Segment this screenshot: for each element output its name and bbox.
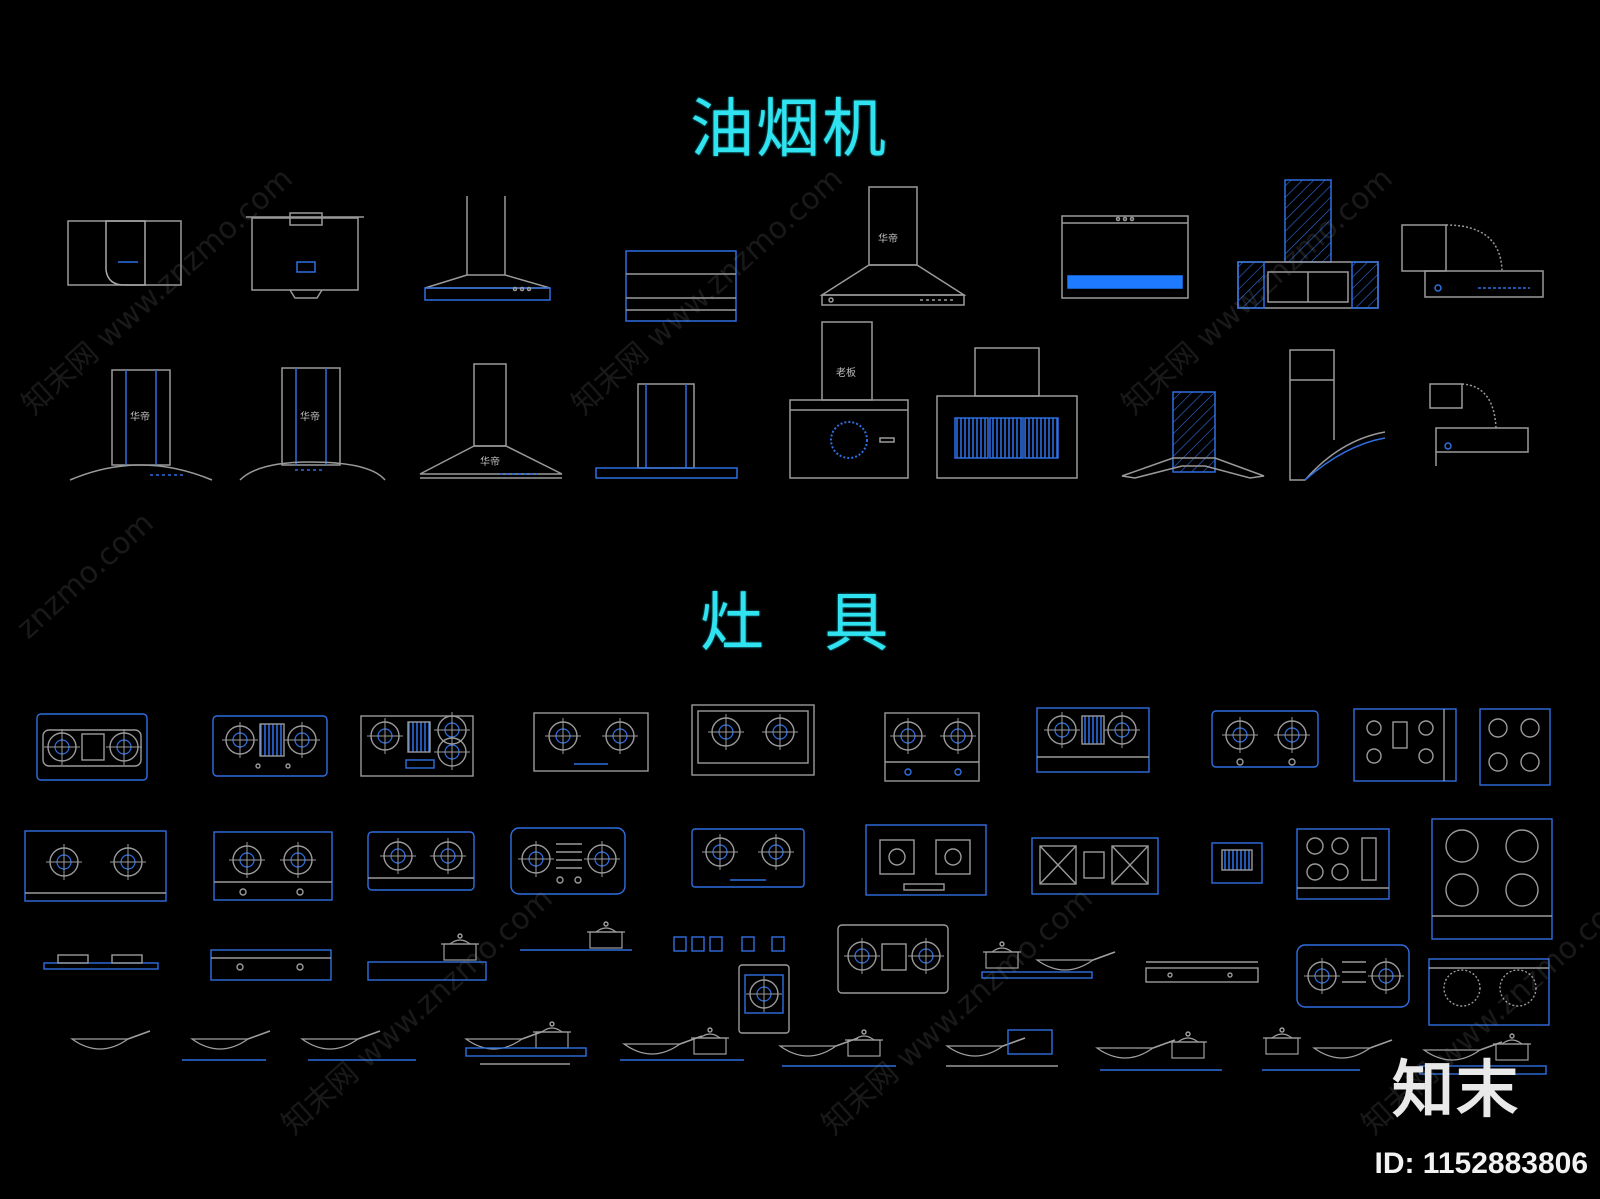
stove-19 [1296,828,1390,900]
hood-label-5: 老板 [836,366,856,379]
stove-17 [1031,837,1159,895]
stove-15 [691,828,805,888]
stove-side-3 [367,933,487,981]
stove-13 [367,831,475,891]
hood-3 [424,196,551,301]
hood-15 [1121,391,1265,479]
stove-10 [1479,708,1551,786]
stove-1 [36,713,148,781]
stove-single-burner [738,964,790,1034]
cookware-5 [620,1027,744,1061]
stove-side-5 [981,941,1116,979]
hood-14 [936,347,1078,479]
stove-22 [1296,944,1410,1008]
stove-8 [1211,710,1319,768]
cookware-4 [465,1021,587,1065]
hood-12 [595,383,738,479]
asset-id-label: ID: 1152883806 [1374,1147,1588,1180]
hood-2 [246,212,364,299]
range-hood-row-1 [67,179,1544,322]
stove-18 [1211,842,1263,884]
hood-17 [1429,383,1529,466]
hood-9 [69,369,213,481]
stove-20 [1431,818,1553,940]
stove-14 [510,827,626,895]
range-hood-row-2 [69,321,1529,481]
hood-4 [625,250,737,322]
stove-5 [691,704,815,776]
stove-side-6 [1145,961,1259,983]
stove-16 [865,824,987,896]
hood-7 [1237,179,1379,309]
cookware-1 [71,1030,151,1050]
stove-6 [884,712,980,782]
stove-11 [24,830,167,902]
stove-side-1 [43,954,159,970]
stove-side-2 [210,949,332,981]
stove-2 [212,715,328,777]
hood-16 [1289,349,1386,481]
hood-13 [789,321,909,479]
range-hood-title: 油烟机 [690,93,888,167]
hood-6 [1061,215,1189,299]
stove-3 [360,711,474,777]
stove-4 [533,712,649,772]
hood-8 [1401,224,1544,298]
stove-knobs [673,936,785,952]
cookware-8 [1096,1031,1222,1071]
hood-5 [819,186,967,306]
hood-11 [419,363,563,479]
cookware-6 [779,1029,896,1067]
hood-label-4: 华帝 [480,455,500,468]
stove-9 [1353,708,1457,782]
stove-title: 灶 具 [700,587,891,661]
cookware-10 [1419,1033,1547,1075]
hood-label-2: 华帝 [130,410,150,423]
stove-23 [1428,958,1550,1026]
cookware-7 [946,1029,1058,1067]
hood-10 [239,367,386,481]
stove-row-1 [36,704,1551,786]
stove-12 [213,831,333,901]
stove-row-3 [43,921,1550,1034]
stove-side-4 [520,921,632,951]
cookware-9 [1262,1027,1393,1071]
stove-21 [837,924,949,994]
cookware-3 [301,1030,416,1061]
stove-7 [1036,707,1150,773]
cookware-2 [182,1030,271,1061]
cookware-row [71,1021,1547,1075]
brand-logo: 知末 [1391,1053,1520,1126]
hood-label-3: 华帝 [300,410,320,423]
hood-brand-labels: 华帝 华帝 华帝 华帝 老板 [130,232,898,468]
hood-1 [67,220,182,286]
hood-label-1: 华帝 [878,232,898,245]
stove-row-2 [24,818,1553,940]
